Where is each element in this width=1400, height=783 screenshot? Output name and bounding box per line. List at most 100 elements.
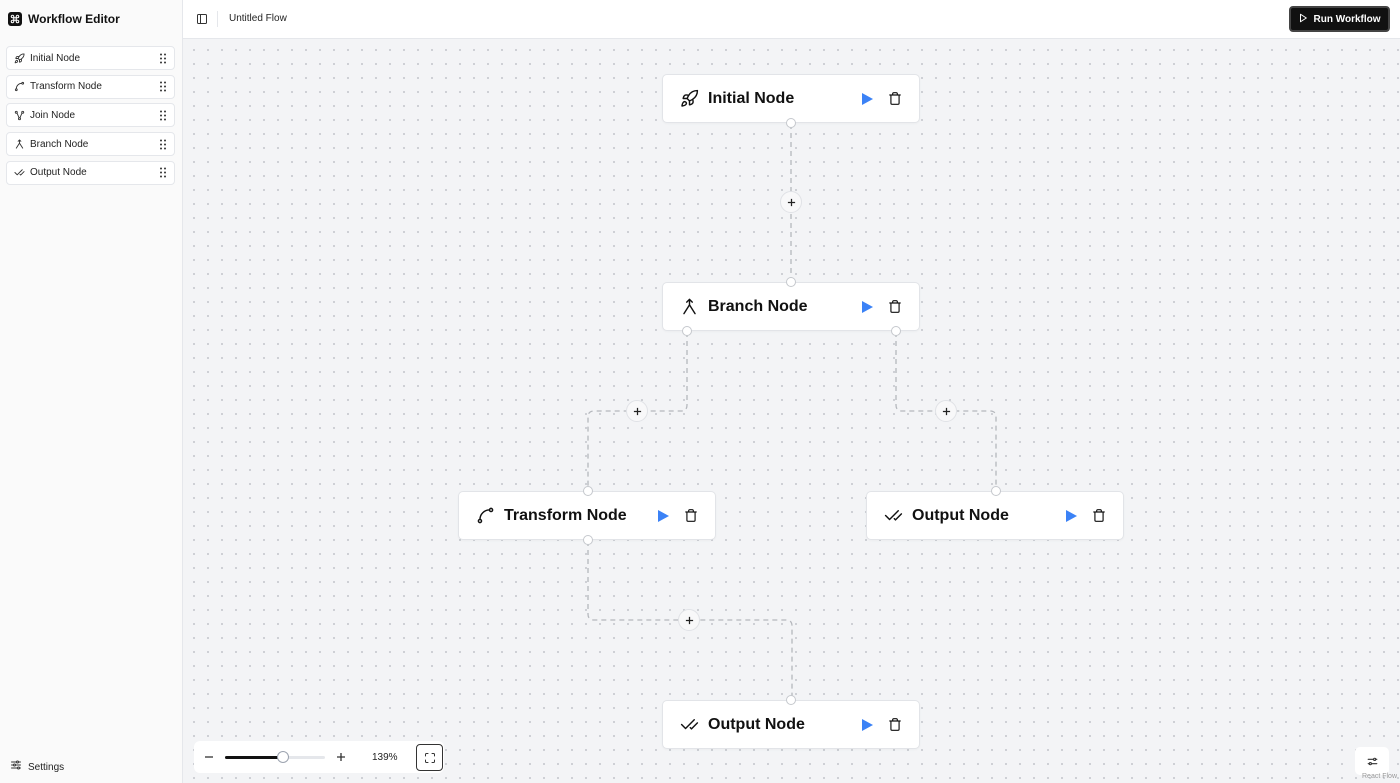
run-node-button[interactable] — [859, 717, 875, 733]
grip-vertical-icon[interactable] — [158, 167, 168, 179]
palette-item-transform-node[interactable]: Transform Node — [6, 74, 175, 99]
play-icon — [1298, 13, 1308, 26]
edges-layer — [587, 124, 997, 700]
node-title: Transform Node — [504, 506, 627, 524]
palette-item-branch-node[interactable]: Branch Node — [6, 132, 175, 157]
target-handle[interactable] — [786, 277, 796, 287]
flow-node-output[interactable]: Output Node — [866, 486, 1124, 540]
flow-node-transform[interactable]: Transform Node — [458, 486, 716, 545]
run-node-button[interactable] — [859, 91, 875, 107]
panel-left-icon — [197, 14, 207, 24]
brand: Workflow Editor — [8, 11, 120, 27]
flow-node-initial[interactable]: Initial Node — [662, 74, 920, 128]
settings-icon — [10, 758, 22, 776]
play-icon — [861, 92, 873, 105]
plus-icon — [942, 407, 950, 415]
run-workflow-button[interactable]: Run Workflow — [1289, 6, 1390, 32]
run-node-button[interactable] — [859, 299, 875, 315]
source-handle[interactable] — [891, 326, 901, 336]
grip-vertical-icon[interactable] — [158, 109, 168, 121]
node-title: Output Node — [708, 715, 805, 733]
plus-icon — [633, 407, 641, 415]
split-icon — [679, 297, 699, 317]
delete-node-button[interactable] — [683, 508, 699, 524]
settings-label: Settings — [28, 761, 65, 773]
zoom-slider[interactable] — [225, 751, 325, 763]
plus-icon — [685, 616, 693, 624]
delete-node-button[interactable] — [887, 717, 903, 733]
palette-item-label: Join Node — [30, 109, 76, 121]
trash-icon — [889, 92, 901, 105]
trash-icon — [1093, 509, 1105, 522]
edge-transform-to-output — [587, 541, 793, 700]
target-handle[interactable] — [991, 486, 1001, 496]
target-handle[interactable] — [786, 695, 796, 705]
maximize-icon — [424, 752, 435, 763]
play-icon — [861, 300, 873, 313]
palette-item-output-node[interactable]: Output Node — [6, 160, 175, 185]
add-node-button[interactable] — [780, 191, 802, 213]
flow-canvas[interactable]: Initial Node Branch Node Transform Node — [183, 39, 1400, 783]
rocket-icon — [13, 52, 25, 64]
delete-node-button[interactable] — [887, 299, 903, 315]
check-check-icon — [883, 506, 903, 526]
split-icon — [13, 138, 25, 150]
target-handle[interactable] — [583, 486, 593, 496]
palette-item-join-node[interactable]: Join Node — [6, 103, 175, 128]
top-bar: Untitled Flow Run Workflow — [183, 0, 1400, 39]
check-check-icon — [679, 715, 699, 735]
spline-icon — [13, 81, 25, 93]
palette-item-label: Output Node — [30, 167, 87, 179]
zoom-slider-fill — [225, 756, 283, 759]
zoom-slider-thumb[interactable] — [277, 751, 289, 763]
palette-item-label: Transform Node — [30, 81, 102, 93]
check-check-icon — [13, 167, 25, 179]
zoom-out-button[interactable] — [203, 751, 215, 763]
source-handle[interactable] — [583, 535, 593, 545]
grip-vertical-icon[interactable] — [158, 52, 168, 64]
merge-icon — [13, 109, 25, 121]
react-flow-attribution[interactable]: React Flow — [1362, 773, 1398, 780]
command-icon — [8, 12, 22, 26]
node-title: Output Node — [912, 506, 1009, 524]
minus-icon — [205, 756, 213, 758]
grip-vertical-icon[interactable] — [158, 81, 168, 93]
controls-toggle-button[interactable] — [1355, 747, 1389, 775]
grip-vertical-icon[interactable] — [158, 138, 168, 150]
flow-node-branch[interactable]: Branch Node — [662, 277, 920, 336]
run-node-button[interactable] — [655, 508, 671, 524]
trash-icon — [889, 300, 901, 313]
add-node-button[interactable] — [678, 609, 700, 631]
rocket-icon — [679, 89, 699, 109]
edge-branch-to-transform — [587, 332, 688, 491]
play-icon — [861, 718, 873, 731]
palette-item-label: Initial Node — [30, 52, 81, 64]
play-icon — [1065, 509, 1077, 522]
trash-icon — [889, 718, 901, 731]
sidebar: Workflow Editor Initial Node Transform N… — [0, 0, 183, 783]
zoom-in-button[interactable] — [335, 751, 347, 763]
palette-item-initial-node[interactable]: Initial Node — [6, 46, 175, 70]
add-node-button[interactable] — [626, 400, 648, 422]
source-handle[interactable] — [786, 118, 796, 128]
flow-title[interactable]: Untitled Flow — [229, 13, 287, 24]
palette-item-label: Branch Node — [30, 138, 89, 150]
flow-node-output[interactable]: Output Node — [662, 695, 920, 749]
delete-node-button[interactable] — [887, 91, 903, 107]
run-node-button[interactable] — [1063, 508, 1079, 524]
source-handle[interactable] — [682, 326, 692, 336]
play-icon — [657, 509, 669, 522]
settings-button[interactable]: Settings — [10, 758, 64, 776]
plus-icon — [787, 198, 795, 206]
spline-icon — [475, 506, 495, 526]
node-palette: Initial Node Transform Node Join Node — [6, 46, 175, 189]
header-divider — [217, 11, 218, 27]
plus-icon — [337, 753, 345, 761]
fit-view-button[interactable] — [416, 744, 443, 771]
node-title: Branch Node — [708, 297, 808, 315]
node-title: Initial Node — [708, 89, 795, 107]
sidebar-toggle-button[interactable] — [195, 12, 209, 26]
delete-node-button[interactable] — [1091, 508, 1107, 524]
add-node-button[interactable] — [935, 400, 957, 422]
sliders-icon — [1367, 757, 1377, 765]
